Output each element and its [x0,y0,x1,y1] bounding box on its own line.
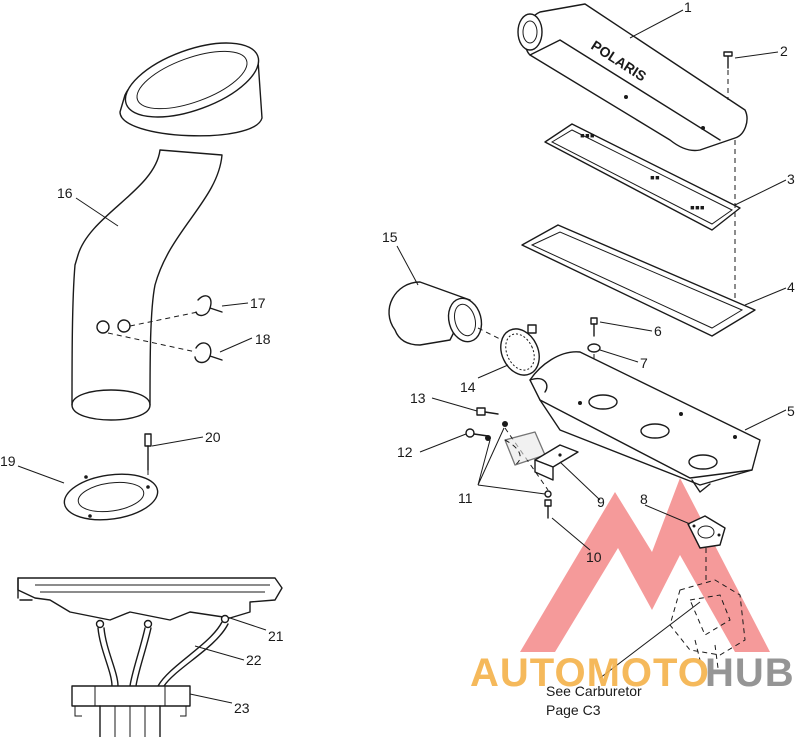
watermark-logo [520,478,770,652]
callout-22: 22 [246,652,262,668]
screw-2 [723,51,733,100]
callout-21: 21 [268,628,284,644]
leader-lines [17,9,787,704]
callout-7: 7 [640,355,648,371]
bracket-9 [534,444,579,481]
callout-1: 1 [684,0,692,15]
intake-manifold-assembly [17,577,283,737]
screw-20 [144,433,152,482]
callout-17: 17 [250,295,266,311]
intake-snorkel-16 [71,42,263,421]
callout-16: 16 [57,185,73,201]
callout-23: 23 [234,700,250,716]
callout-11: 11 [458,490,473,506]
bolt-6 [590,317,598,337]
carburetor-reference [669,579,746,669]
callout-12: 12 [397,444,413,460]
hose-clamp-14 [500,324,540,376]
bolt-12 [465,428,491,441]
svg-text:▪▪▪: ▪▪▪ [690,199,705,215]
callout-3: 3 [787,171,795,187]
watermark-text: AUTOMOTO HUB [470,651,795,695]
callout-9: 9 [597,494,605,510]
svg-text:▪▪▪: ▪▪▪ [580,127,595,143]
callout-18: 18 [255,331,271,347]
clip-18 [107,332,223,364]
callout-5: 5 [787,403,795,419]
bolt-13 [476,407,499,416]
screw-10 [544,499,552,519]
airbox-cover-1: POLARIS [517,3,748,152]
callout-2: 2 [780,43,788,59]
svg-text:▪▪: ▪▪ [650,169,660,185]
filter-plate-3: ▪▪▪ ▪▪ ▪▪▪ [544,123,741,231]
note-line-1: See Carburetor [546,683,642,699]
callout-6: 6 [654,323,662,339]
seal-frame-4 [521,140,756,337]
note-line-2: Page C3 [546,702,601,718]
callout-14: 14 [460,379,476,395]
airbox-base-5 [529,351,761,493]
callout-19: 19 [0,453,16,469]
callout-numbers: 1 2 3 4 5 6 7 8 9 10 11 12 13 14 15 16 1… [0,0,795,716]
flange-gasket-8 [687,515,726,580]
carburetor-note: See Carburetor Page C3 [546,683,642,718]
watermark-part2: HUB [705,651,795,695]
callout-20: 20 [205,429,221,445]
callout-13: 13 [410,390,426,406]
gasket-ring-19 [63,473,159,521]
clip-17 [129,295,223,327]
callout-4: 4 [787,279,795,295]
callout-15: 15 [382,229,398,245]
elbow-hose-15 [388,281,513,346]
callout-10: 10 [586,549,602,565]
callout-8: 8 [640,491,648,507]
watermark-part1: AUTOMOTO [470,651,710,695]
